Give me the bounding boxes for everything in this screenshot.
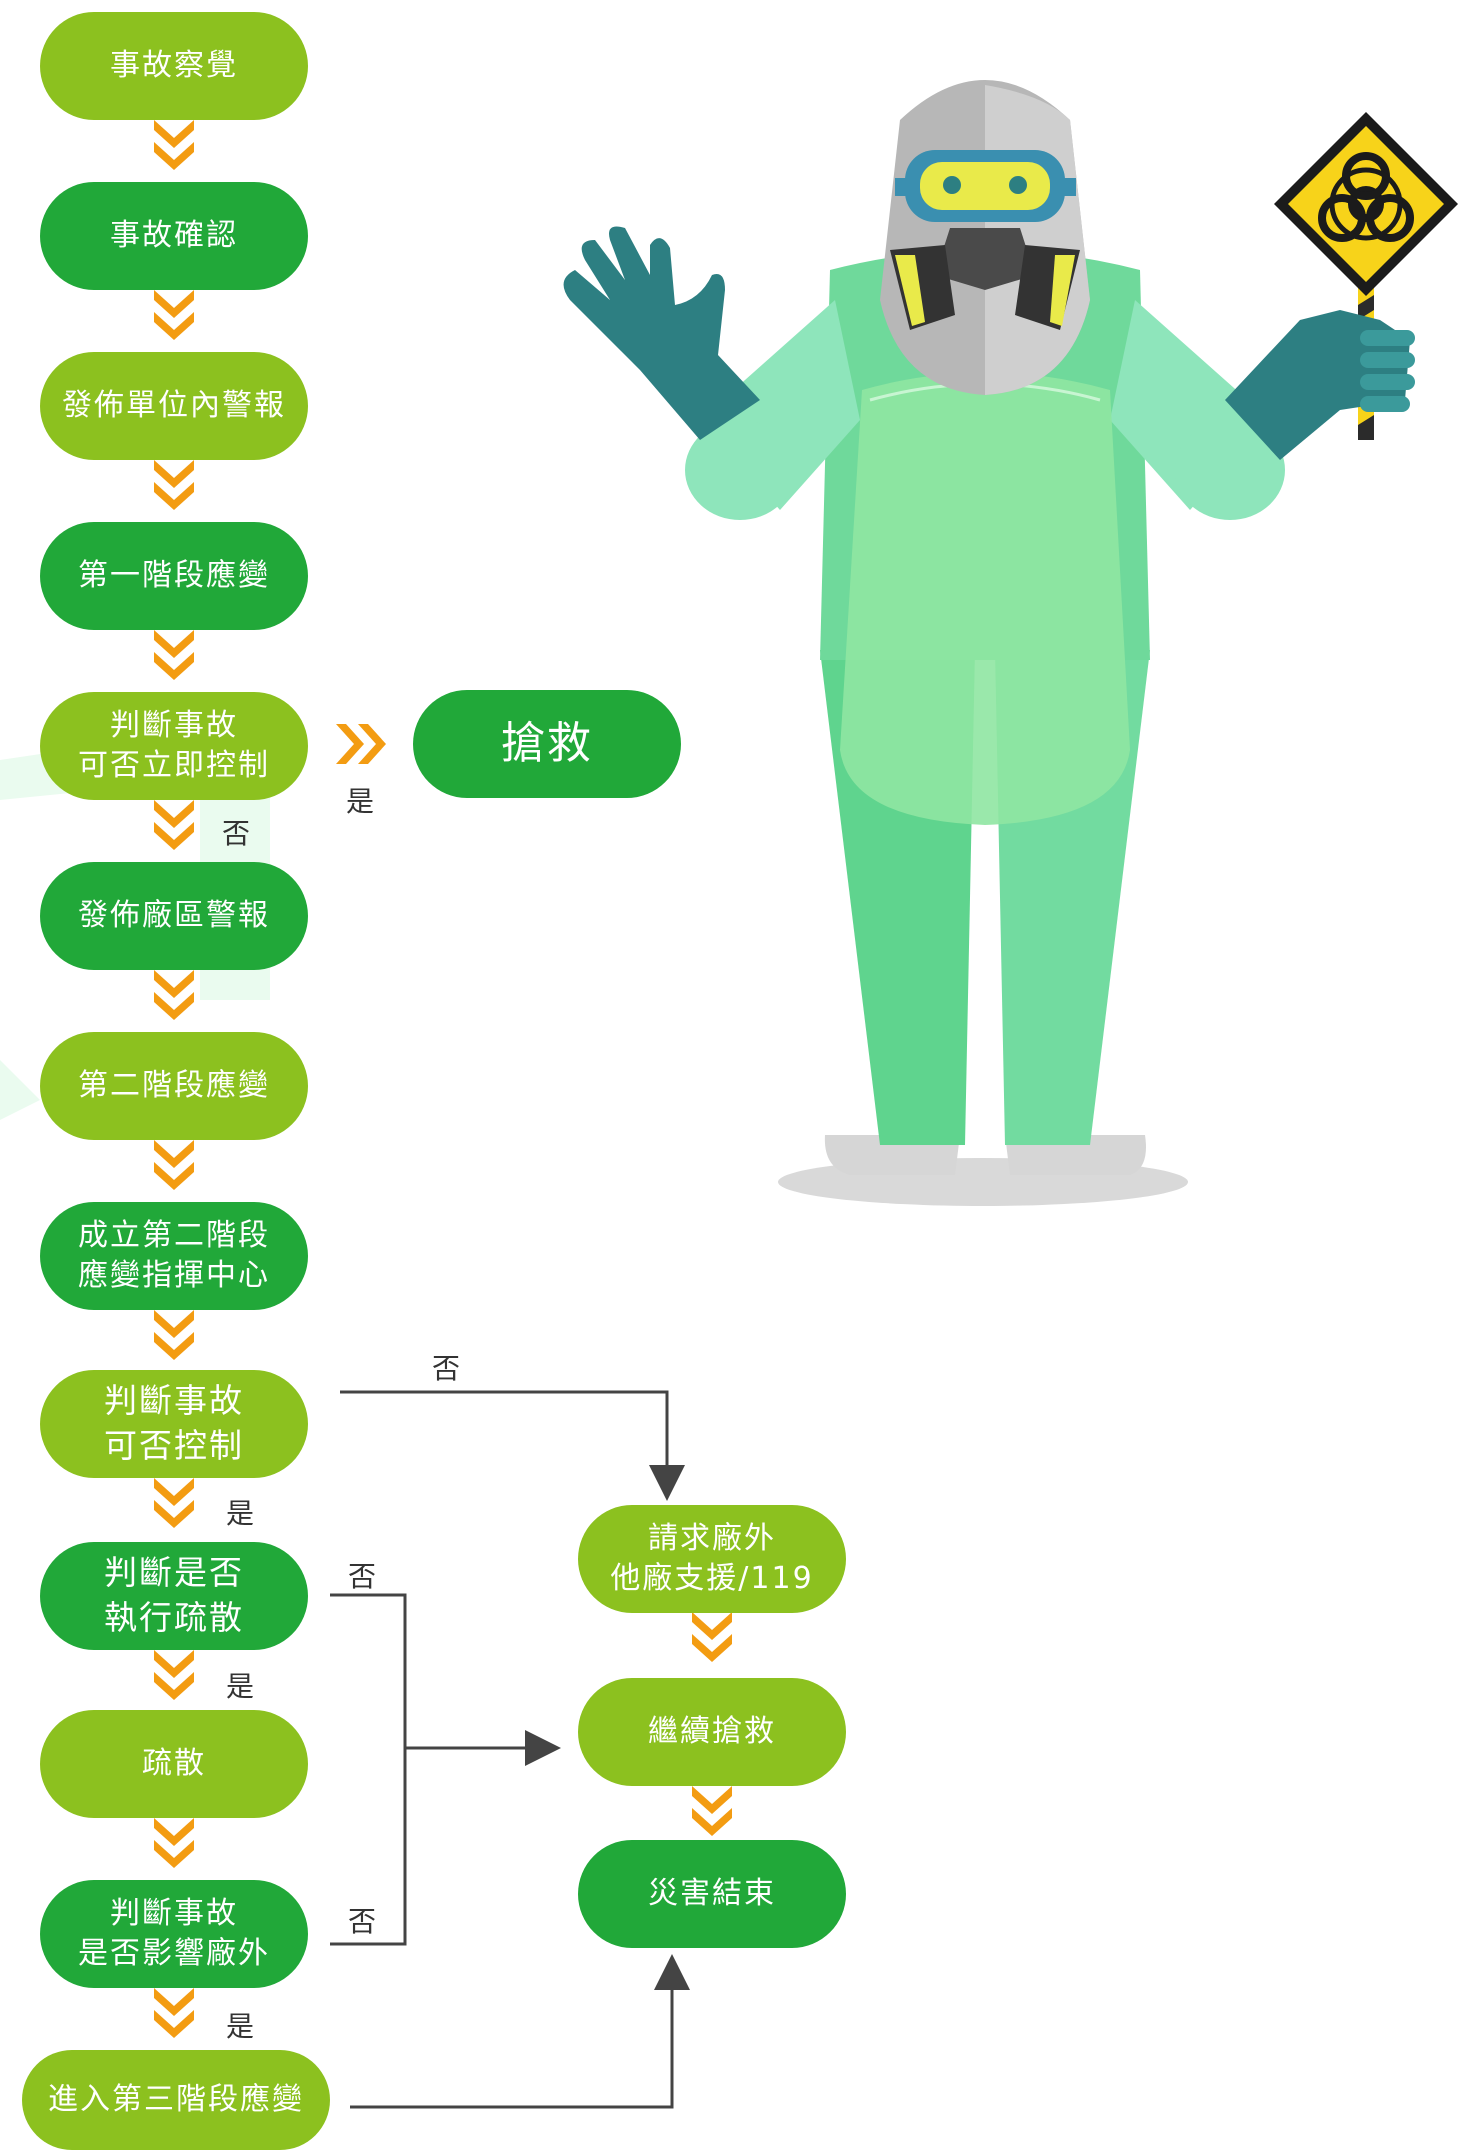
chevron-down-icon <box>154 1818 194 1868</box>
step-request-support: 請求廠外 他廠支援/119 <box>578 1505 846 1613</box>
step-unit-alarm: 發佈單位內警報 <box>40 352 308 460</box>
connector-bracket <box>330 1593 407 1946</box>
label-s10-yes: 是 <box>226 1670 255 1703</box>
chevron-down-icon <box>692 1786 732 1836</box>
label-rescue-yes: 是 <box>346 785 375 818</box>
step-evacuate: 疏散 <box>40 1710 308 1818</box>
step-plant-alarm: 發佈廠區警報 <box>40 862 308 970</box>
label-s9-no: 否 <box>432 1352 461 1385</box>
biohazard-icon <box>1318 152 1414 242</box>
chevron-down-icon <box>154 120 194 170</box>
step-judge-immediate-control: 判斷事故 可否立即控制 <box>40 692 308 800</box>
step-phase1-response: 第一階段應變 <box>40 522 308 630</box>
label-s10-no: 否 <box>348 1560 377 1593</box>
chevron-down-icon <box>154 1650 194 1700</box>
step-phase2-response: 第二階段應變 <box>40 1032 308 1140</box>
label-s12-yes: 是 <box>226 2010 255 2043</box>
step-phase3-response: 進入第三階段應變 <box>22 2050 330 2150</box>
left-glove <box>563 226 760 440</box>
step-accident-aware: 事故察覺 <box>40 12 308 120</box>
step-judge-offsite-impact: 判斷事故 是否影響廠外 <box>40 1880 308 1988</box>
step-disaster-end: 災害結束 <box>578 1840 846 1948</box>
chevron-down-icon <box>154 970 194 1020</box>
chevron-right-icon <box>336 724 386 764</box>
step-accident-confirm: 事故確認 <box>40 182 308 290</box>
connector-s13-to-end <box>350 1954 690 2109</box>
step-judge-evacuate: 判斷是否 執行疏散 <box>40 1542 308 1650</box>
step-continue-rescue: 繼續搶救 <box>578 1678 846 1786</box>
chevron-down-icon <box>154 290 194 340</box>
step-rescue: 搶救 <box>413 690 681 798</box>
apron <box>840 372 1130 825</box>
right-glove <box>1225 310 1410 460</box>
chevron-down-icon <box>154 1478 194 1528</box>
chevron-down-icon <box>154 1988 194 2038</box>
chevron-down-icon <box>154 1310 194 1360</box>
biohazard-sign <box>1274 112 1458 296</box>
label-s9-yes: 是 <box>226 1497 255 1530</box>
respirator <box>935 228 1035 290</box>
chevron-down-icon <box>154 630 194 680</box>
chevron-down-icon <box>154 1140 194 1190</box>
chevron-down-icon <box>692 1612 732 1662</box>
connector-s9-no <box>340 1390 685 1501</box>
label-s5-no: 否 <box>222 817 251 850</box>
chevron-down-icon <box>154 800 194 850</box>
chevron-down-icon <box>154 460 194 510</box>
label-s12-no: 否 <box>348 1905 377 1938</box>
step-judge-controllable: 判斷事故 可否控制 <box>40 1370 308 1478</box>
step-command-center: 成立第二階段 應變指揮中心 <box>40 1202 308 1310</box>
